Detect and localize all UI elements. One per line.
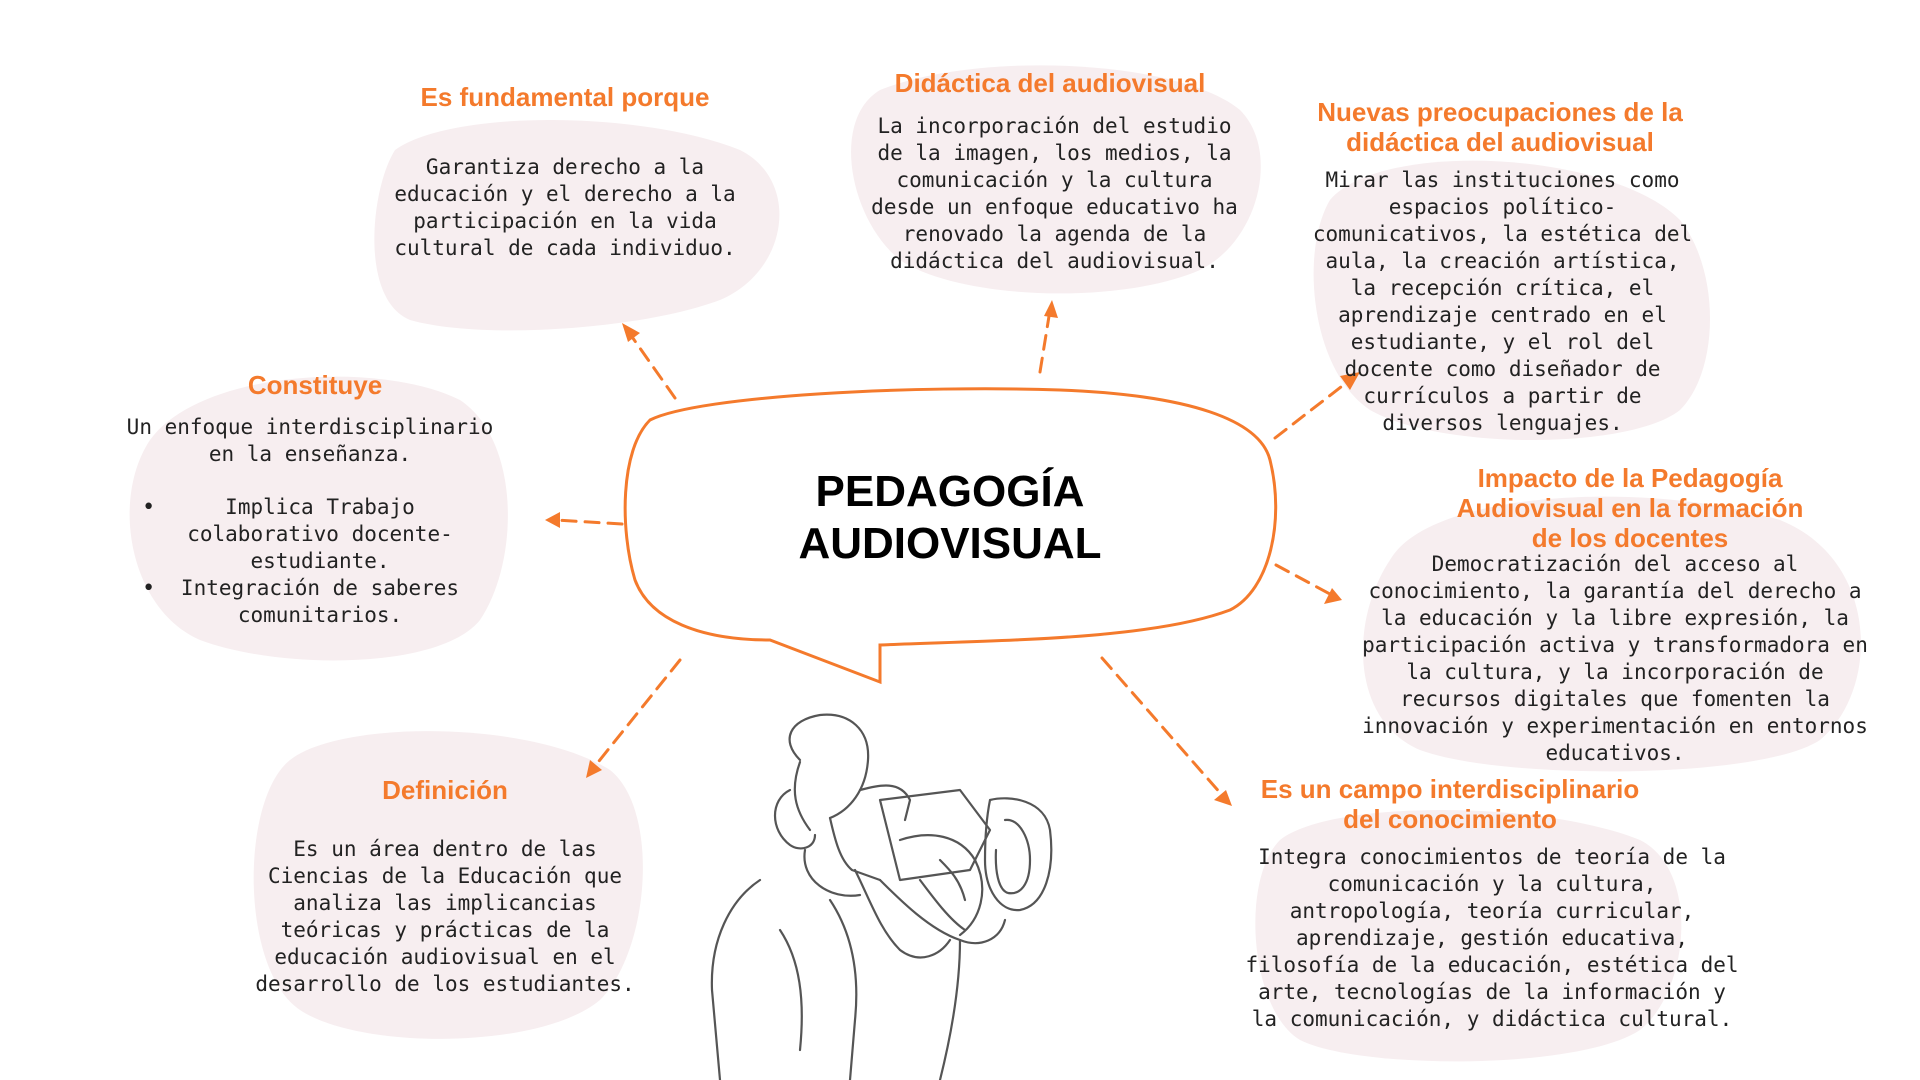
node-definicion-text: Es un área dentro de las Ciencias de la … bbox=[255, 837, 635, 996]
node-fundamental-text: Garantiza derecho a la educación y el de… bbox=[394, 155, 736, 260]
blob-fundamental bbox=[374, 120, 780, 331]
camera-operator-illustration bbox=[710, 713, 1053, 1080]
arrowhead-definicion bbox=[586, 760, 602, 778]
blob-didactica bbox=[851, 65, 1261, 294]
speech-bubble bbox=[623, 387, 1278, 685]
node-campo-text: Integra conocimientos de teoría de la co… bbox=[1245, 845, 1739, 1031]
central-topic: PEDAGOGÍA AUDIOVISUAL bbox=[780, 466, 1120, 570]
node-impacto-text: Democratización del acceso al conocimien… bbox=[1362, 552, 1868, 765]
node-constituye-title: Constituye bbox=[247, 370, 383, 400]
node-impacto-title-line-1: Impacto de la Pedagogía bbox=[1477, 463, 1783, 493]
node-impacto-title-line-3: de los docentes bbox=[1531, 523, 1729, 553]
node-constituye-bullet-2: Integración de saberes comunitarios. bbox=[142, 575, 490, 629]
node-constituye-bullet-1: Implica Trabajo colaborativo docente-est… bbox=[142, 494, 490, 575]
blob-definicion bbox=[253, 731, 643, 1039]
arrowhead-constituye bbox=[545, 512, 560, 528]
arrow-to-constituye bbox=[553, 518, 624, 526]
arrowhead-impacto bbox=[1324, 588, 1342, 604]
blob-campo bbox=[1255, 810, 1682, 1062]
node-didactica-title: Didáctica del audiovisual bbox=[894, 68, 1206, 98]
node-constituye-bullets: Implica Trabajo colaborativo docente-est… bbox=[142, 494, 490, 629]
blob-impacto bbox=[1362, 496, 1861, 772]
node-impacto-title-line-2: Audiovisual en la formación bbox=[1456, 493, 1804, 523]
arrowhead-didactica bbox=[1044, 300, 1058, 318]
node-impacto-title: Impacto de la Pedagogía Audiovisual en l… bbox=[1430, 463, 1830, 553]
central-topic-line-1: PEDAGOGÍA bbox=[815, 467, 1085, 516]
node-nuevas-text: Mirar las instituciones como espacios po… bbox=[1312, 168, 1693, 435]
arrow-to-campo bbox=[1100, 656, 1224, 797]
node-campo-title: Es un campo interdisciplinario del conoc… bbox=[1240, 774, 1660, 834]
arrowhead-fundamental bbox=[622, 323, 640, 342]
node-fundamental-title: Es fundamental porque bbox=[420, 82, 710, 112]
arrow-to-impacto bbox=[1274, 563, 1332, 596]
arrow-to-fundamental bbox=[628, 332, 677, 400]
node-definicion-title: Definición bbox=[382, 775, 508, 805]
central-topic-line-2: AUDIOVISUAL bbox=[798, 519, 1102, 568]
node-constituye-text: Un enfoque interdisciplinario en la ense… bbox=[126, 415, 494, 466]
node-didactica-text: La incorporación del estudio de la image… bbox=[871, 114, 1238, 273]
arrow-to-nuevas bbox=[1273, 378, 1352, 440]
node-campo-title-line-1: Es un campo interdisciplinario bbox=[1260, 774, 1640, 804]
node-nuevas-title: Nuevas preocupaciones de la didáctica de… bbox=[1300, 97, 1700, 157]
node-nuevas-title-line-1: Nuevas preocupaciones de la bbox=[1317, 97, 1683, 127]
arrow-to-didactica bbox=[1038, 308, 1052, 374]
arrowhead-campo bbox=[1214, 790, 1232, 806]
node-campo-title-line-2: del conocimiento bbox=[1343, 804, 1557, 834]
node-nuevas-title-line-2: didáctica del audiovisual bbox=[1346, 127, 1654, 157]
arrowhead-nuevas bbox=[1340, 372, 1360, 390]
blob-nuevas bbox=[1313, 160, 1710, 440]
arrow-to-definicion bbox=[593, 658, 682, 768]
